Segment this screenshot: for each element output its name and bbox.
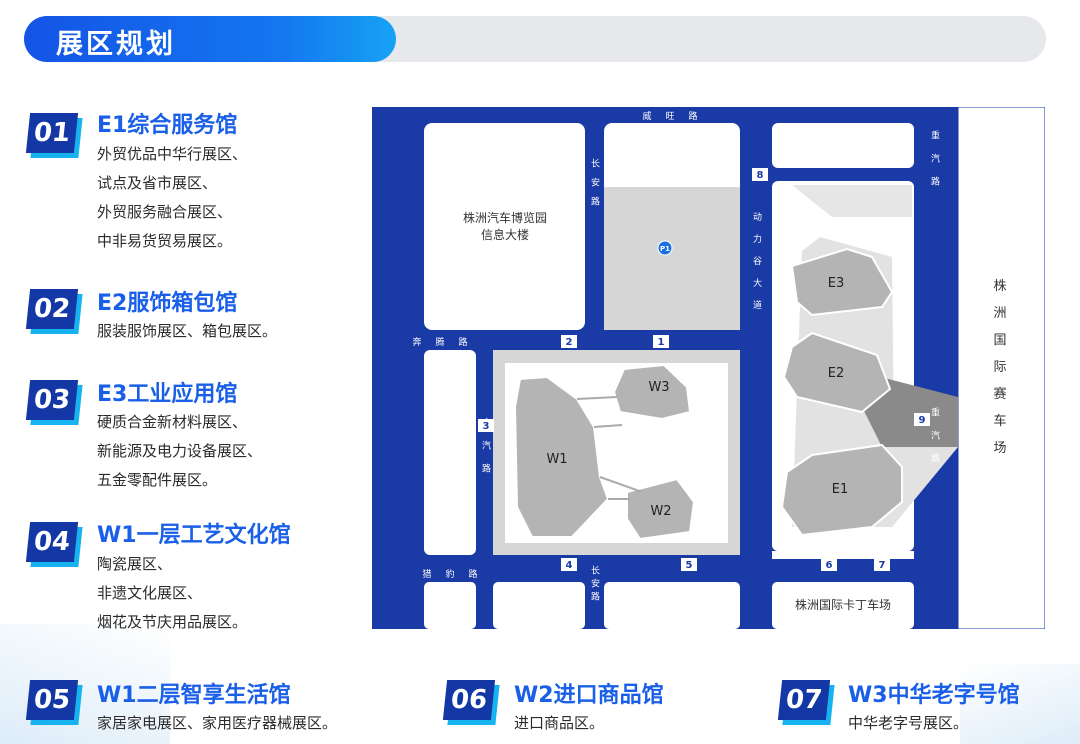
hall-e3-label: E3 bbox=[828, 276, 845, 291]
parking-label: P1 bbox=[660, 245, 670, 253]
gate-3-marker: 3 bbox=[478, 419, 494, 432]
hall-number-badge: 06 bbox=[442, 680, 496, 720]
hall-description-line: 外贸服务融合展区、 bbox=[97, 203, 233, 221]
page-title: 展区规划 bbox=[56, 29, 176, 60]
road-label-chongqi: 重汽路 bbox=[929, 129, 940, 199]
background-decoration bbox=[960, 664, 1080, 744]
karting-label: 株洲国际卡丁车场 bbox=[795, 597, 891, 612]
hall-description-line: 硬质合金新材料展区、 bbox=[97, 413, 248, 431]
east-plaza-top bbox=[792, 185, 912, 217]
hall-title: E3工业应用馆 bbox=[97, 382, 238, 407]
hall-description-line: 五金零配件展区。 bbox=[97, 471, 218, 489]
hall-title: E1综合服务馆 bbox=[97, 113, 238, 138]
gate-number: 1 bbox=[658, 337, 665, 348]
gate-6-marker: 6 bbox=[821, 558, 837, 571]
gate-number: 7 bbox=[879, 560, 886, 571]
hall-number-badge: 07 bbox=[777, 680, 831, 720]
hall-w2-label: W2 bbox=[650, 504, 671, 519]
hall-e2-label: E2 bbox=[828, 366, 845, 381]
bottom-block bbox=[604, 582, 740, 629]
hall-number-badge: 04 bbox=[25, 522, 79, 562]
hall-e1-label: E1 bbox=[832, 482, 849, 497]
road-label-weiwang: 威旺路 bbox=[642, 110, 711, 122]
gate-8-marker: 8 bbox=[752, 168, 768, 181]
hall-description-line: 新能源及电力设备展区、 bbox=[97, 442, 263, 460]
west-strip-block bbox=[424, 350, 476, 555]
background-decoration bbox=[0, 624, 170, 744]
bottom-block bbox=[424, 582, 476, 629]
hall-number-badge: 03 bbox=[25, 380, 79, 420]
gate-7-marker: 7 bbox=[874, 558, 890, 571]
hall-title: W1一层工艺文化馆 bbox=[97, 523, 291, 548]
road-label-guangqi: 广汽路 bbox=[480, 416, 491, 486]
hall-description-line: 烟花及节庆用品展区。 bbox=[97, 613, 248, 631]
hall-title: E2服饰箱包馆 bbox=[97, 291, 238, 316]
museum-block bbox=[424, 123, 585, 330]
racecourse-char: 际 bbox=[993, 360, 1006, 375]
racecourse-area bbox=[957, 107, 1045, 629]
hall-description-line: 外贸优品中华行展区、 bbox=[97, 145, 248, 163]
road-label-benteng: 奔腾路 bbox=[412, 336, 481, 348]
hall-title: W3中华老字号馆 bbox=[848, 683, 1020, 708]
gate-number: 4 bbox=[566, 560, 573, 571]
racecourse-char: 赛 bbox=[993, 386, 1006, 402]
hall-description-line: 服装服饰展区、箱包展区。 bbox=[97, 322, 278, 340]
hall-w2-shape bbox=[626, 477, 696, 541]
hall-number-badge: 05 bbox=[25, 680, 79, 720]
racecourse-label: 株 洲 国 际 赛 车 场 bbox=[993, 279, 1006, 456]
gate-2-marker: 2 bbox=[561, 335, 577, 348]
gate-1-marker: 1 bbox=[653, 335, 669, 348]
hall-title: W2进口商品馆 bbox=[514, 683, 664, 708]
hall-e3-shape bbox=[790, 247, 894, 317]
racecourse-char: 洲 bbox=[993, 306, 1006, 321]
gate-number: 6 bbox=[826, 560, 833, 571]
header-pill bbox=[24, 16, 396, 62]
hall-description-line: 家居家电展区、家用医疗器械展区。 bbox=[97, 714, 338, 732]
racecourse-char: 场 bbox=[993, 441, 1006, 456]
gate-5-marker: 5 bbox=[681, 558, 697, 571]
hall-w3-shape bbox=[612, 363, 692, 421]
hall-number-badge: 02 bbox=[25, 289, 79, 329]
hall-description-line: 中华老字号展区。 bbox=[848, 714, 969, 732]
gate-4-marker: 4 bbox=[561, 558, 577, 571]
east-upper-block bbox=[772, 123, 914, 168]
racecourse-char: 株 bbox=[993, 279, 1006, 294]
gate-number: 3 bbox=[483, 421, 490, 432]
road-label-changan-lower: 长安路 bbox=[589, 564, 600, 604]
gate-number: 8 bbox=[757, 170, 764, 181]
parking-lot-p1 bbox=[604, 187, 740, 330]
gate-9-marker: 9 bbox=[914, 413, 930, 426]
karting-block bbox=[772, 582, 914, 629]
hall-walkways bbox=[576, 396, 643, 500]
racecourse-char: 国 bbox=[993, 333, 1006, 348]
hall-description-line: 进口商品区。 bbox=[514, 714, 605, 732]
road-label-liebao: 猎豹路 bbox=[422, 568, 491, 580]
racecourse-char: 车 bbox=[993, 413, 1006, 429]
hall-description-line: 中非易货贸易展区。 bbox=[97, 232, 233, 250]
hall-e2-shape bbox=[782, 331, 892, 414]
hall-number-badge: 01 bbox=[25, 113, 79, 153]
bottom-block bbox=[493, 582, 585, 629]
east-block-edge bbox=[772, 551, 914, 559]
hall-w1-label: W1 bbox=[546, 452, 567, 467]
gate-markers: 1 2 3 4 5 6 7 8 9 bbox=[478, 168, 930, 571]
hall-w3-label: W3 bbox=[648, 380, 669, 395]
road-label-dongli: 动力谷大道 bbox=[751, 212, 762, 322]
hall-description-line: 试点及省市展区、 bbox=[97, 174, 218, 192]
hall-e1-shape bbox=[780, 443, 903, 537]
gate-number: 5 bbox=[686, 560, 693, 571]
gate-number: 9 bbox=[919, 415, 926, 426]
road-label-changan: 长安路 bbox=[589, 157, 600, 215]
museum-label: 信息大楼 bbox=[481, 227, 529, 242]
road-label-chongqi-lower: 重汽路 bbox=[929, 406, 940, 476]
museum-label: 株洲汽车博览园 bbox=[463, 210, 547, 225]
hall-title: W1二层智享生活馆 bbox=[97, 683, 291, 708]
parking-icon: P1 bbox=[657, 240, 673, 256]
hall-description-line: 陶瓷展区、 bbox=[97, 555, 173, 573]
venue-map: 株洲汽车博览园 信息大楼 株洲国际卡丁车场 P1 E3 E2 E1 W1 W3 … bbox=[372, 107, 1045, 629]
hall-description-line: 非遗文化展区、 bbox=[97, 584, 203, 602]
gate-number: 2 bbox=[566, 337, 573, 348]
